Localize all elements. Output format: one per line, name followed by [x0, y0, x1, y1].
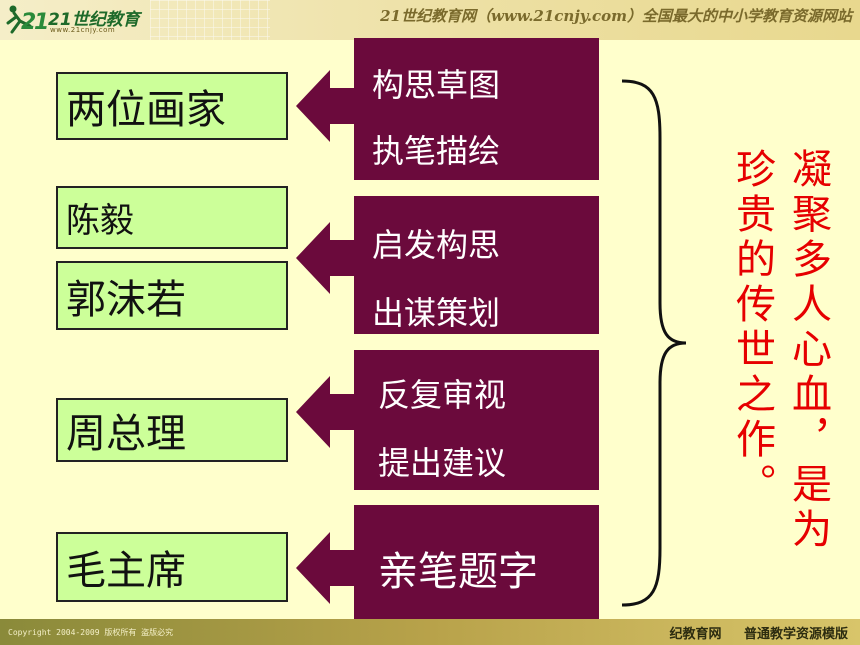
header-title: 21世纪教育网（www.21cnjy.com）全国最大的中小学教育资源网站: [380, 7, 852, 25]
conclusion-text: 凝聚多人心血，是为: [785, 148, 831, 553]
running-figure-icon: 2 1: [6, 5, 48, 35]
conclusion-column-left: 珍贵的传世之作。: [728, 148, 778, 508]
person-box-zhou-enlai: 周总理: [56, 398, 288, 462]
contribution-line: 提出建议: [378, 444, 507, 482]
svg-text:2: 2: [21, 10, 36, 35]
contribution-line: 反复审视: [378, 376, 507, 414]
curly-brace-icon: [621, 79, 687, 607]
footer-site-name: 纪教育网: [669, 627, 722, 642]
header-bar: 2 1 21世纪教育 www.21cnjy.com 21世纪教育网（www.21…: [0, 0, 860, 40]
person-label: 两位画家: [66, 87, 226, 133]
left-arrow-icon: [296, 70, 354, 142]
svg-text:1: 1: [34, 10, 48, 35]
copyright-text: Copyright 2004-2009 版权所有 盗版必究: [8, 628, 174, 637]
contribution-line: 亲笔题字: [378, 549, 538, 595]
left-arrow-icon: [296, 222, 354, 294]
contribution-line: 构思草图: [372, 66, 501, 104]
conclusion-text: 珍贵的传世之作。: [729, 148, 775, 508]
person-box-chen-yi: 陈毅: [56, 186, 288, 249]
person-label: 毛主席: [66, 548, 186, 594]
site-logo[interactable]: 2 1 21世纪教育 www.21cnjy.com: [4, 2, 154, 38]
person-box-painters: 两位画家: [56, 72, 288, 140]
logo-text: 21世纪教育: [48, 10, 140, 30]
header-grid-pattern: [150, 0, 270, 40]
person-box-guo-moruo: 郭沫若: [56, 261, 288, 330]
contribution-box-painters: 构思草图 执笔描绘: [354, 38, 599, 180]
left-arrow-icon: [296, 532, 354, 604]
contribution-line: 执笔描绘: [372, 132, 501, 170]
logo-url: www.21cnjy.com: [50, 26, 116, 34]
contribution-line: 启发构思: [372, 226, 501, 264]
person-label: 陈毅: [66, 201, 134, 241]
footer-template-name: 普通教学资源模版: [743, 627, 848, 642]
person-box-mao-zedong: 毛主席: [56, 532, 288, 602]
footer-brand: 纪教育网 普通教学资源模版: [669, 623, 848, 642]
person-label: 郭沫若: [66, 276, 186, 323]
contribution-box-zhou: 反复审视 提出建议: [354, 350, 599, 490]
contribution-box-mao: 亲笔题字: [354, 505, 599, 619]
left-arrow-icon: [296, 376, 354, 448]
person-label: 周总理: [66, 411, 186, 457]
conclusion-column-right: 凝聚多人心血，是为: [784, 148, 834, 553]
footer-bar: Copyright 2004-2009 版权所有 盗版必究 纪教育网 普通教学资…: [0, 619, 860, 645]
contribution-line: 出谋策划: [372, 294, 501, 332]
contribution-box-chen-guo: 启发构思 出谋策划: [354, 196, 599, 334]
